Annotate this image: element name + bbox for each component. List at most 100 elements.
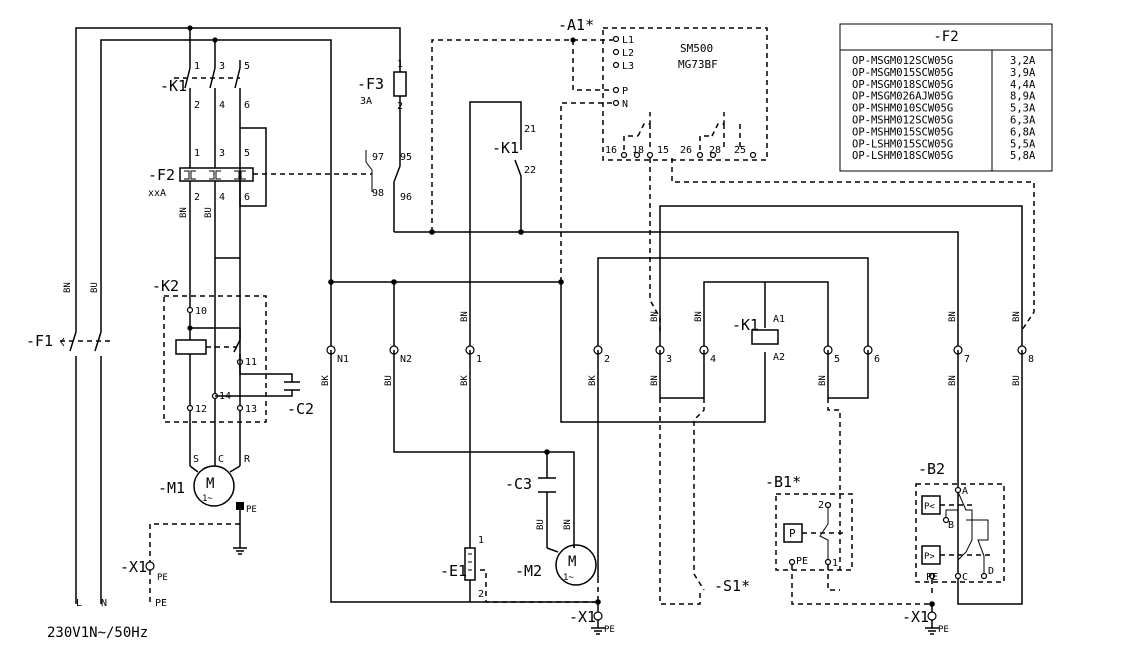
f2-table-model: OP-LSHM018SCW05G	[852, 150, 953, 162]
k1-pin-1: 1	[194, 61, 200, 72]
b2-pe: PE	[926, 572, 938, 583]
terminal-label: N2	[400, 354, 412, 365]
b1-pin-1: 1	[832, 558, 838, 569]
e1-pin-1: 1	[478, 535, 484, 546]
f2-pin-5: 5	[244, 148, 250, 159]
a1-n: N	[622, 99, 628, 110]
a1-r26: 26	[680, 145, 692, 156]
b2-pmax: P>	[924, 552, 935, 562]
sm500-label: SM500	[680, 42, 713, 55]
c3-label: -C3	[505, 475, 532, 493]
switch-s1: -S1*	[659, 398, 750, 605]
f2-aux-contacts: 97 98 95 96	[365, 150, 412, 232]
f2-table-rating: 5,5A	[1010, 138, 1036, 150]
f2-table-rating: 6,8A	[1010, 126, 1036, 138]
rail-n-label: N	[101, 598, 107, 609]
e1-label: -E1	[440, 562, 467, 580]
f2-label: -F2	[148, 166, 175, 184]
mg73bf-label: MG73BF	[678, 58, 718, 71]
start-relay-k2: -K2 10 11 12 14 13 -C2	[152, 258, 314, 466]
f2c-pin-97: 97	[372, 152, 384, 163]
fuse-f3: -F3 3A 1 2	[357, 59, 407, 150]
contactor-k1-main: -K1 1 3 5 2 4 6	[160, 28, 250, 168]
k2-pin-12: 12	[195, 404, 207, 415]
f2-table-model: OP-LSHM015SCW05G	[852, 138, 953, 150]
b1-pe: PE	[796, 556, 808, 567]
k1a-pin-21: 21	[524, 124, 536, 135]
f2-rating: xxA	[148, 188, 166, 199]
k1-pin-2: 2	[194, 100, 200, 111]
terminal-wire-color: BN	[650, 375, 660, 386]
k1-pin-4: 4	[219, 100, 225, 111]
c3-wire-bn: BN	[563, 519, 573, 530]
f2-table-title: -F2	[933, 29, 958, 45]
f2-pin-4: 4	[219, 192, 225, 203]
ground-x1-left: -X1 PE PE	[120, 558, 168, 609]
terminal-label: 8	[1028, 354, 1034, 365]
m1-c: C	[218, 454, 224, 465]
terminal-label: 5	[834, 354, 840, 365]
terminal-wire-color-top: BN	[1012, 311, 1022, 322]
m2-phase: 1~	[563, 573, 574, 583]
a1-r16: 16	[605, 145, 617, 156]
b1-pin-2: 2	[818, 500, 824, 511]
terminal-label: 1	[476, 354, 482, 365]
ground-x1-mid: -X1 PE	[569, 599, 615, 635]
terminal-wire-color: BK	[588, 375, 598, 386]
x1-right-label: -X1	[902, 608, 929, 626]
terminal-wire-color: BK	[321, 375, 331, 386]
k1-pin-6: 6	[244, 100, 250, 111]
a1-p: P	[622, 86, 628, 97]
f3-pin-1: 1	[397, 59, 403, 70]
f2-pin-6: 6	[244, 192, 250, 203]
k1-main-label: -K1	[160, 77, 187, 95]
f2-table-model: OP-MSGM012SCW05G	[852, 55, 953, 67]
terminal-wire-color: BN	[818, 375, 828, 386]
terminal-wire-color-top: BN	[694, 311, 704, 322]
f2-table-model: OP-MSGM026AJW05G	[852, 91, 953, 103]
terminal-wire-color: BN	[948, 375, 958, 386]
k1-pin-5: 5	[244, 61, 250, 72]
pressure-switch-b2: -B2 P< P> A B C D PE	[915, 460, 1005, 596]
m1-pe: PE	[246, 505, 257, 515]
f3-label: -F3	[357, 75, 384, 93]
f1-label: -F1	[26, 332, 53, 350]
f2-wire-bn: BN	[179, 207, 189, 218]
k1-coil: -K1 A1 A2	[732, 314, 785, 363]
capacitor-c3: -C3 BU BN	[505, 475, 573, 530]
b2-b: B	[948, 520, 954, 531]
m1-s: S	[193, 454, 199, 465]
f2-table-rating: 6,3A	[1010, 115, 1036, 127]
x1-left-pe: PE	[157, 573, 168, 583]
k2-label: -K2	[152, 277, 179, 295]
m1-phase: 1~	[202, 494, 213, 504]
terminal-label: 4	[710, 354, 716, 365]
supply-rails	[75, 25, 401, 604]
f2-table-rating: 5,3A	[1010, 103, 1036, 115]
f2c-pin-95: 95	[400, 152, 412, 163]
m1-r: R	[244, 454, 251, 465]
k1-aux-label: -K1	[492, 139, 519, 157]
b2-a: A	[962, 486, 968, 497]
f2-table-model: OP-MSHM015SCW05G	[852, 126, 953, 138]
a1-r28: 28	[709, 145, 721, 156]
terminal-label: N1	[337, 354, 349, 365]
k1-aux-contact: -K1 21 22	[469, 101, 536, 350]
m2-label: -M2	[515, 562, 542, 580]
x1-left-label: -X1	[120, 558, 147, 576]
terminal-label: 2	[604, 354, 610, 365]
terminal-wire-color: BK	[460, 375, 470, 386]
a1-r25: 25	[734, 145, 746, 156]
b1-label: -B1*	[765, 473, 801, 491]
ground-x1-right: -X1 PE	[902, 601, 949, 635]
f2-table-model: OP-MSGM018SCW05G	[852, 79, 953, 91]
c2-label: -C2	[287, 400, 314, 418]
x1-right-pe: PE	[938, 625, 949, 635]
f2-table-rating: 3,9A	[1010, 67, 1036, 79]
f2-table-model: OP-MSGM015SCW05G	[852, 67, 953, 79]
x1-mid-label: -X1	[569, 608, 596, 626]
f1-wire-bn: BN	[63, 282, 73, 293]
f2-table-rating: 4,4A	[1010, 79, 1036, 91]
